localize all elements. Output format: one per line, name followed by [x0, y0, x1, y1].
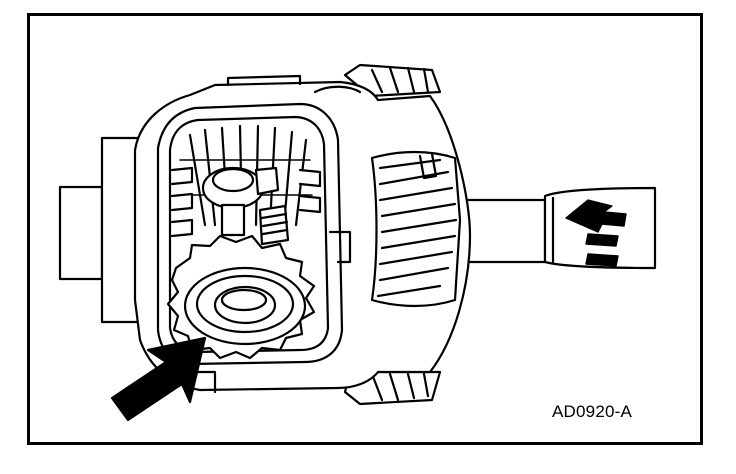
indicator-arrow-large	[110, 336, 207, 422]
figure-label: AD0920-A	[552, 402, 633, 421]
side-gear	[166, 234, 316, 360]
direction-arrow-small	[565, 199, 627, 267]
right-axle-shaft	[453, 186, 657, 270]
pinion-gear	[201, 166, 290, 246]
ring-gear-helical-teeth	[370, 150, 462, 308]
